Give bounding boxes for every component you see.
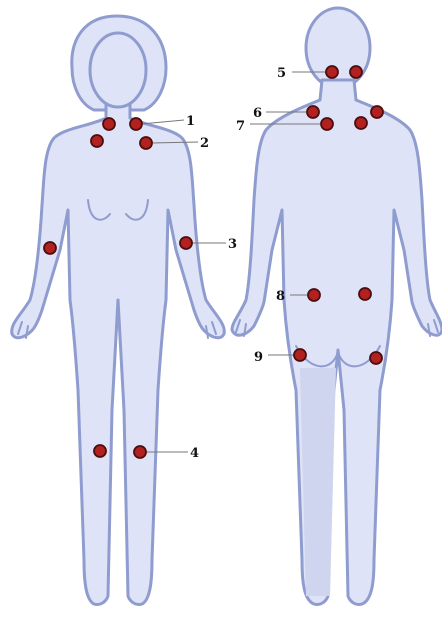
- tender-point-back-hip-right: [370, 352, 382, 364]
- label-9: 9: [254, 350, 263, 365]
- tender-point-front-knee-left: [94, 445, 106, 457]
- label-7: 7: [236, 119, 245, 134]
- front-body-figure: [12, 16, 225, 605]
- label-3: 3: [228, 237, 237, 252]
- tender-point-back-scapula-right: [355, 117, 367, 129]
- tender-point-front-neck-right: [130, 118, 142, 130]
- tender-point-front-knee-right: [134, 446, 146, 458]
- tender-point-back-trapezius-left: [307, 106, 319, 118]
- tender-point-front-elbow-left: [44, 242, 56, 254]
- tender-point-front-neck-left: [103, 118, 115, 130]
- tender-point-front-elbow-right: [180, 237, 192, 249]
- front-torso: [12, 100, 225, 605]
- tender-point-back-hip-left: [294, 349, 306, 361]
- tender-point-front-chest-right: [140, 137, 152, 149]
- tender-point-back-lowback-right: [359, 288, 371, 300]
- tender-point-back-skull-left: [326, 66, 338, 78]
- back-torso: [232, 80, 442, 605]
- tender-point-back-skull-right: [350, 66, 362, 78]
- back-shaded-leg: [300, 368, 336, 596]
- back-body-figure: [232, 8, 442, 605]
- label-8: 8: [276, 289, 285, 304]
- label-2: 2: [200, 136, 209, 151]
- leader-line-1: [141, 120, 184, 124]
- label-4: 4: [190, 446, 199, 461]
- tender-point-back-lowback-left: [308, 289, 320, 301]
- label-5: 5: [277, 66, 286, 81]
- tender-point-back-trapezius-right: [371, 106, 383, 118]
- front-face: [90, 33, 146, 107]
- tender-point-back-scapula-left: [321, 118, 333, 130]
- tender-point-front-chest-left: [91, 135, 103, 147]
- label-1: 1: [186, 114, 195, 129]
- label-6: 6: [253, 106, 262, 121]
